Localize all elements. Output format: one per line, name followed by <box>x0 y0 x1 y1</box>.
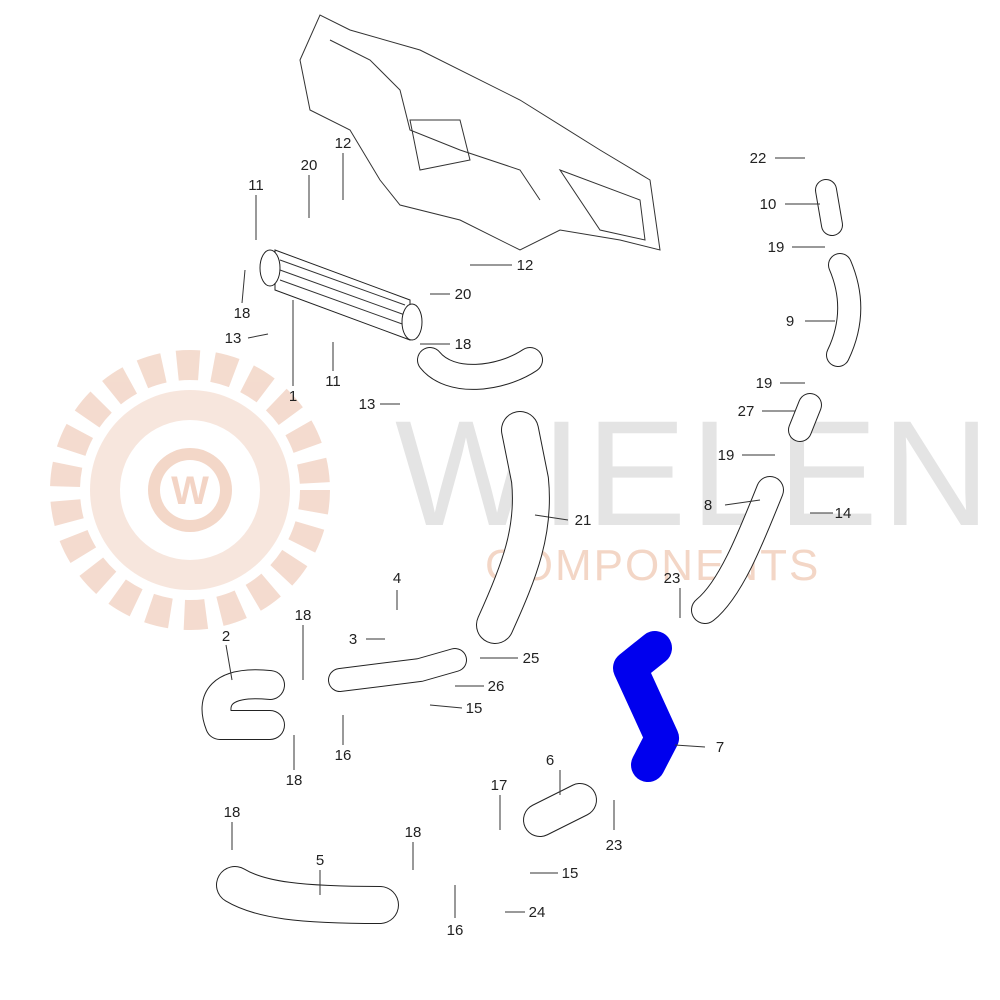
callout-23: 23 <box>664 570 681 587</box>
radiator-support-frame <box>299 14 661 251</box>
intercooler <box>259 249 423 341</box>
callout-1: 1 <box>289 388 297 405</box>
callout-11: 11 <box>248 177 264 194</box>
callout-2: 2 <box>222 628 230 645</box>
callout-20: 20 <box>301 157 318 174</box>
leader-lines <box>225 153 835 918</box>
callout-18: 18 <box>405 824 422 841</box>
callout-10: 10 <box>760 196 777 213</box>
callout-19: 19 <box>756 375 773 392</box>
callout-26: 26 <box>488 678 505 695</box>
callout-6: 6 <box>546 752 554 769</box>
callout-21: 21 <box>575 512 592 529</box>
callout-4: 4 <box>393 570 401 587</box>
callout-19: 19 <box>768 239 785 256</box>
watermark-brand: WIELEN <box>395 389 994 557</box>
callout-15: 15 <box>562 865 579 882</box>
callout-5: 5 <box>316 852 324 869</box>
callout-12: 12 <box>335 135 352 152</box>
watermark-logo: W <box>50 350 330 630</box>
callout-24: 24 <box>529 904 546 921</box>
callout-15: 15 <box>466 700 483 717</box>
watermark-logo-letter: W <box>171 469 209 513</box>
callout-7: 7 <box>716 739 724 756</box>
callout-18: 18 <box>234 305 251 322</box>
callout-19: 19 <box>718 447 735 464</box>
callout-22: 22 <box>750 150 767 167</box>
callout-27: 27 <box>738 403 755 420</box>
callout-13: 13 <box>359 396 376 413</box>
callout-13: 13 <box>225 330 242 347</box>
callout-12: 12 <box>517 257 534 274</box>
callout-18: 18 <box>295 607 312 624</box>
highlighted-hose-7[interactable] <box>613 631 679 782</box>
callout-11: 11 <box>325 373 341 390</box>
callout-18: 18 <box>455 336 472 353</box>
callout-labels: 22 10 19 9 19 27 19 8 14 23 7 6 23 17 18… <box>222 135 852 939</box>
callout-16: 16 <box>335 747 352 764</box>
callout-3: 3 <box>349 631 357 648</box>
callout-17: 17 <box>491 777 508 794</box>
callout-18: 18 <box>224 804 241 821</box>
callout-9: 9 <box>786 313 794 330</box>
callout-14: 14 <box>835 505 852 522</box>
callout-8: 8 <box>704 497 712 514</box>
callout-23: 23 <box>606 837 623 854</box>
callout-16: 16 <box>447 922 464 939</box>
callout-25: 25 <box>523 650 540 667</box>
callout-18: 18 <box>286 772 303 789</box>
callout-20: 20 <box>455 286 472 303</box>
